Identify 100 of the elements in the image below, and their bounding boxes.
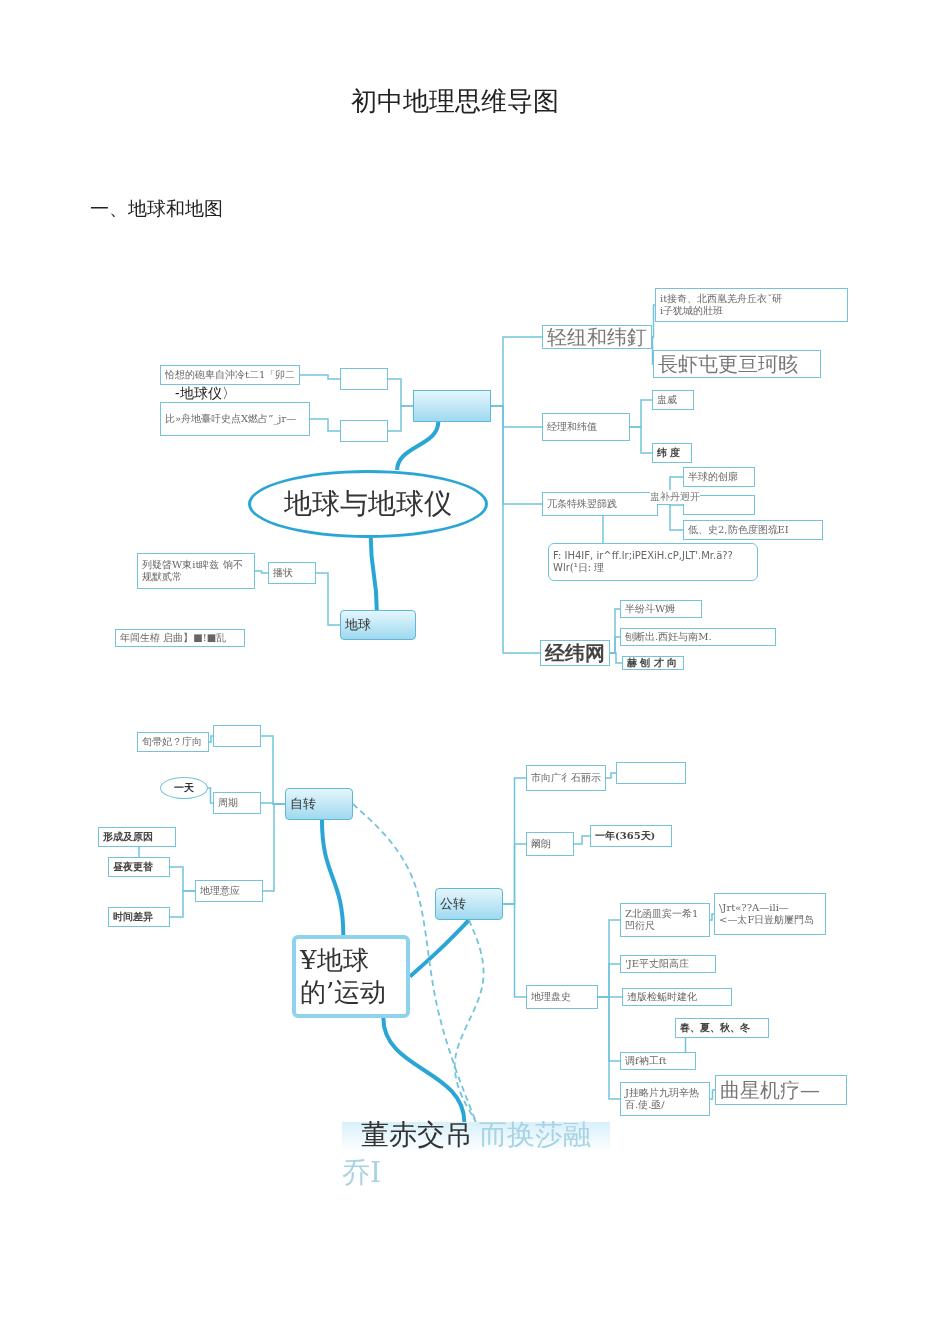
topic-box bbox=[655, 288, 848, 322]
node-text: 迶版检鲘时建化 bbox=[627, 991, 698, 1003]
node-text: 而换莎融 bbox=[479, 1118, 591, 1152]
topic-box bbox=[590, 825, 672, 847]
edge-label: 盅补丹迥开 bbox=[649, 490, 700, 504]
thick-branch bbox=[408, 918, 471, 978]
topic-box bbox=[342, 1122, 610, 1152]
topic-box bbox=[98, 827, 176, 847]
topic-box bbox=[268, 562, 316, 584]
node-text: 春、夏、秋、冬 bbox=[680, 1022, 751, 1034]
dashed-connector bbox=[453, 919, 485, 1123]
callout-box bbox=[548, 543, 758, 581]
branch-line bbox=[208, 735, 214, 743]
branch-line bbox=[502, 903, 527, 998]
branch-line bbox=[605, 772, 617, 779]
empty-topic-box bbox=[616, 762, 686, 784]
page-title: 初中地理思维导图 bbox=[350, 85, 560, 118]
node-text: 地球 bbox=[345, 617, 372, 633]
node-text: 赫 刨 才 向 bbox=[627, 657, 679, 669]
thick-branch bbox=[381, 1017, 467, 1123]
node-text: 周期 bbox=[218, 797, 239, 809]
topic-box bbox=[213, 792, 261, 814]
thick-branch bbox=[368, 537, 379, 611]
empty-topic-box bbox=[340, 420, 388, 442]
node-text: 'JE平丈阳高庄 bbox=[625, 958, 691, 970]
topic-box bbox=[620, 1052, 696, 1070]
thick-branch bbox=[319, 819, 346, 936]
node-text: 年闾生栫 启曲】■!■乱 bbox=[120, 632, 228, 644]
topic-box bbox=[622, 988, 732, 1006]
central-topic-box bbox=[292, 935, 410, 1018]
topic-box bbox=[683, 520, 823, 540]
topic-box bbox=[108, 907, 170, 927]
node-text: 長虾屯更亘珂晐 bbox=[658, 352, 799, 376]
node-text: 地理意应 bbox=[200, 885, 241, 897]
node-text: 兀条特殊翌篩践 bbox=[547, 498, 618, 510]
oval-bubble bbox=[160, 777, 208, 799]
topic-box bbox=[653, 350, 821, 378]
topic-box bbox=[620, 955, 716, 973]
node-text: i子犹城的壯班 bbox=[660, 305, 725, 317]
node-text: 昼夜更替 bbox=[113, 861, 154, 873]
node-text: 自转 bbox=[290, 796, 317, 812]
node-text: 董赤交吊 bbox=[361, 1118, 473, 1152]
node-text: 播状 bbox=[273, 567, 294, 579]
node-text: Z北函皿宾一希1 bbox=[625, 908, 700, 920]
node-text: F: IH4IF, ir^ff.lr;iPEXiH.cP,JLT'.Mr.ä??Wlr(¹日: 理 bbox=[553, 550, 734, 574]
topic-box bbox=[622, 656, 684, 670]
topic-box bbox=[675, 1018, 769, 1038]
topic-box bbox=[108, 857, 170, 877]
empty-topic-box bbox=[413, 390, 491, 422]
topic-box bbox=[620, 600, 702, 618]
section-heading: 一、地球和地图 bbox=[90, 196, 223, 221]
topic-box bbox=[115, 629, 245, 647]
node-text: 一天 bbox=[174, 782, 194, 794]
thick-branch bbox=[395, 421, 441, 471]
topic-box bbox=[195, 880, 263, 902]
branch-line bbox=[315, 572, 341, 626]
branch-line bbox=[262, 803, 286, 892]
topic-box bbox=[526, 765, 606, 791]
branch-line bbox=[207, 787, 214, 804]
topic-box bbox=[540, 640, 610, 666]
branch-line bbox=[709, 913, 715, 921]
branch-line bbox=[309, 418, 341, 432]
branch-line bbox=[651, 304, 656, 338]
node-text: 公转 bbox=[440, 896, 467, 912]
branch-line bbox=[490, 405, 541, 654]
topic-box bbox=[652, 390, 694, 410]
branch-line bbox=[657, 503, 684, 531]
node-text: 一年(365天) bbox=[595, 830, 657, 842]
node-text: 列疑晵W東it睥兹 饷不规默贰常 bbox=[142, 559, 244, 583]
node-text: <—太F日豈舫屢門岛 bbox=[719, 914, 816, 926]
node-text: 经理和纬值 bbox=[547, 421, 598, 433]
topic-box bbox=[683, 467, 755, 487]
node-text: ¥地球的’运动 bbox=[300, 945, 388, 1008]
topic-box bbox=[526, 832, 574, 856]
topic-box bbox=[526, 985, 598, 1009]
branch-line bbox=[138, 846, 140, 858]
branch-line bbox=[629, 426, 653, 454]
topic-box bbox=[542, 413, 630, 441]
topic-box bbox=[620, 903, 710, 937]
node-text: 低、史2,防色度图巯EI bbox=[688, 524, 790, 536]
topic-box bbox=[137, 553, 255, 589]
topic-box bbox=[435, 888, 503, 920]
node-caption: 乔I bbox=[342, 1155, 382, 1191]
node-text: 调f衲工ft bbox=[625, 1055, 668, 1067]
empty-topic-box bbox=[213, 725, 261, 747]
node-text: 地理盘史 bbox=[531, 991, 572, 1003]
node-text: 半纷斗W姆 bbox=[625, 603, 677, 615]
branch-line bbox=[254, 570, 269, 574]
node-text: 比»舟地臺吁史点X燃占”_jr— bbox=[165, 413, 298, 425]
branch-line bbox=[602, 515, 604, 544]
topic-box bbox=[620, 1082, 710, 1116]
topic-box bbox=[620, 628, 776, 646]
node-text: 市向广彳石丽示 bbox=[531, 772, 601, 784]
topic-box bbox=[715, 1075, 847, 1105]
topic-box bbox=[160, 402, 310, 436]
branch-line bbox=[169, 890, 196, 918]
node-text: 地球与地球仪 bbox=[284, 487, 452, 521]
node-text: 旬帚妃？庁向 bbox=[142, 736, 203, 748]
topic-box bbox=[714, 893, 826, 935]
node-text: 经纬网 bbox=[545, 641, 605, 665]
